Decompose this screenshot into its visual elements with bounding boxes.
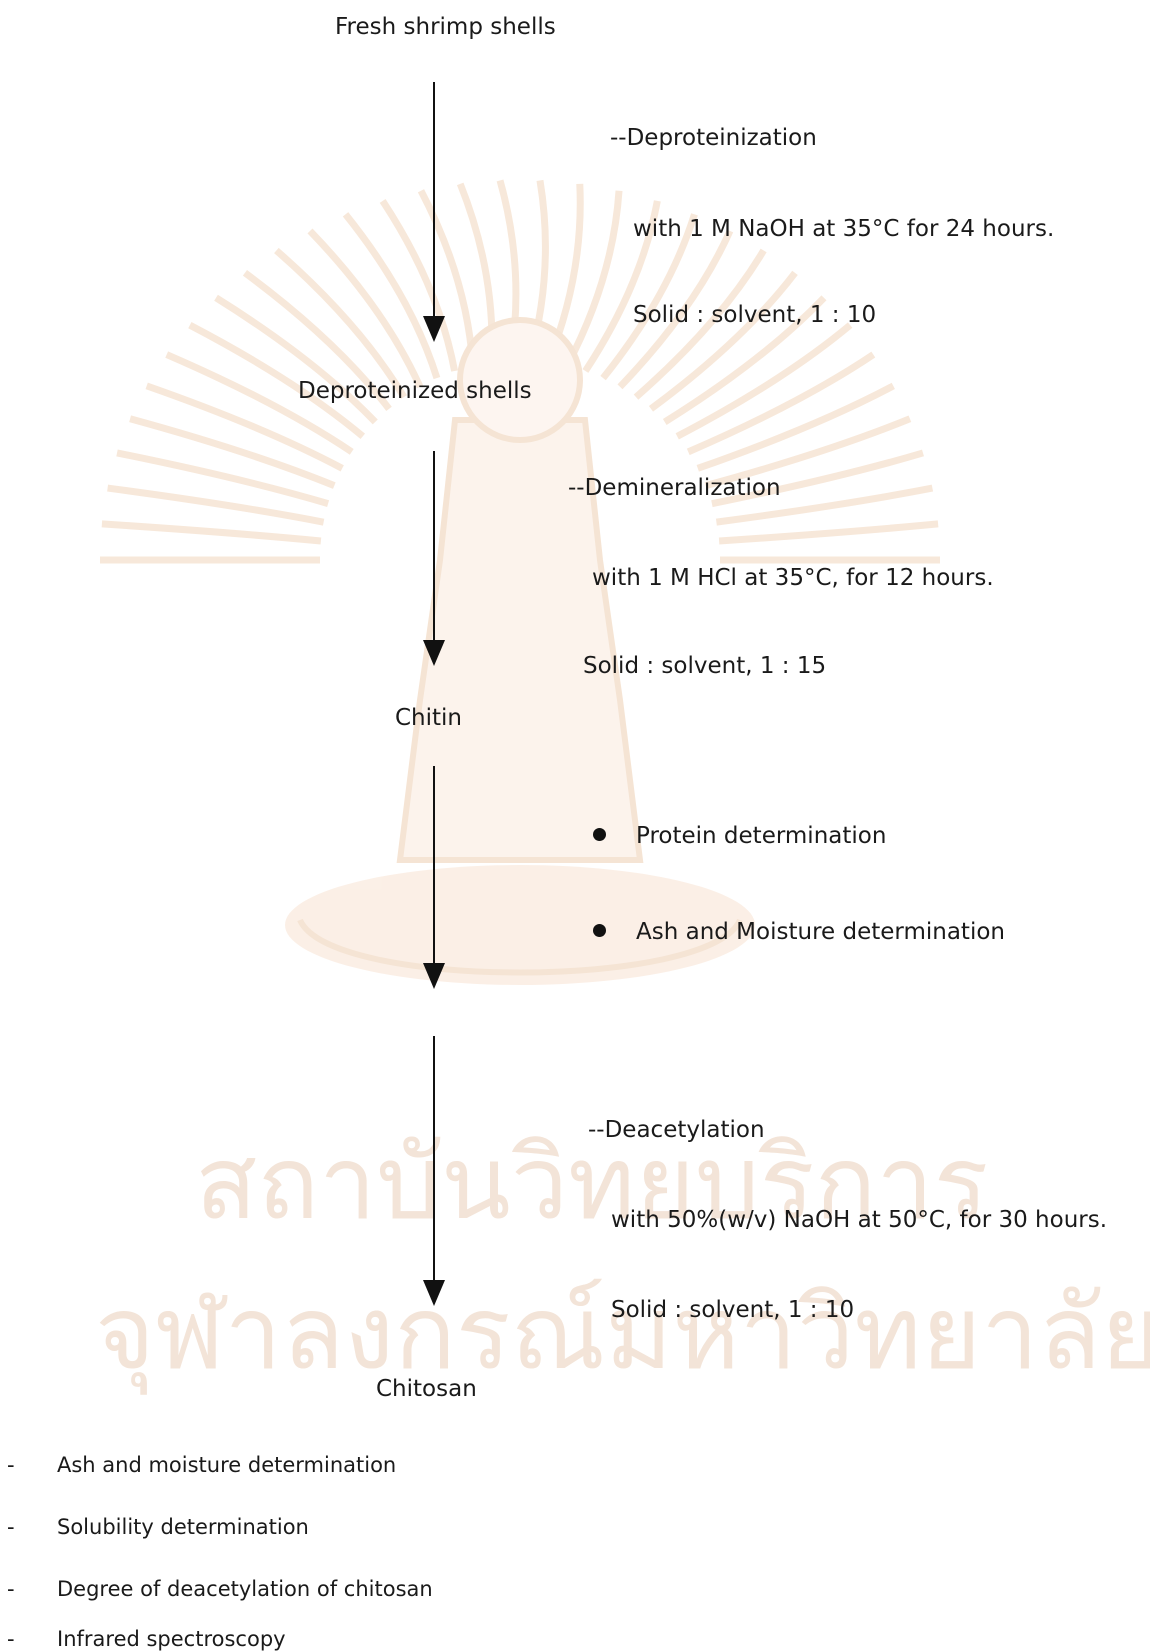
seal-ray	[129, 415, 336, 489]
bullet-icon	[593, 828, 606, 841]
seal-ray	[675, 322, 853, 440]
step-deacetylation-ratio: Solid : solvent, 1 : 10	[611, 1297, 855, 1323]
node-deproteinized-shells: Deproteinized shells	[298, 378, 532, 404]
chitin-analysis-item-1: Protein determination	[636, 823, 887, 849]
seal-ray	[242, 270, 392, 411]
dash-bullet: -	[7, 1627, 15, 1651]
seal-ray	[214, 294, 378, 425]
dash-bullet: -	[7, 1515, 15, 1539]
seal-ray	[107, 484, 325, 526]
seal-ray	[711, 449, 924, 508]
seal-ray	[662, 295, 827, 425]
seal-ray	[116, 449, 330, 508]
seal-ray	[633, 248, 767, 400]
seal-ray	[379, 198, 459, 372]
chitosan-analysis-item-3: Degree of deacetylation of chitosan	[57, 1577, 433, 1601]
step-demineralization-ratio: Solid : solvent, 1 : 15	[583, 653, 827, 679]
dash-bullet: -	[7, 1577, 15, 1601]
dash-bullet: -	[7, 1453, 15, 1477]
seal-ray	[696, 382, 895, 472]
node-chitin: Chitin	[395, 705, 463, 731]
university-seal-watermark	[100, 179, 940, 985]
chitosan-analysis-item-2: Solubility determination	[57, 1515, 309, 1539]
seal-ray	[274, 247, 407, 399]
node-fresh-shrimp-shells: Fresh shrimp shells	[335, 14, 556, 40]
seal-ray	[145, 382, 344, 472]
seal-ray	[582, 200, 661, 373]
seal-ray	[617, 229, 734, 390]
step-deproteinization-condition: with 1 M NaOH at 35°C for 24 hours.	[633, 216, 1055, 242]
step-deproteinization-title: --Deproteinization	[610, 125, 817, 151]
step-deproteinization-ratio: Solid : solvent, 1 : 10	[633, 302, 877, 328]
step-deacetylation-condition: with 50%(w/v) NaOH at 50°C, for 30 hours…	[611, 1207, 1108, 1233]
watermark-text-1: สถาบันวิทยบริการ	[195, 1124, 988, 1243]
node-chitosan: Chitosan	[376, 1376, 477, 1402]
chitosan-analysis-item-4: Infrared spectroscopy	[57, 1627, 286, 1651]
seal-ray	[704, 415, 912, 490]
seal-ray	[600, 213, 698, 381]
seal-ray	[188, 321, 366, 440]
bullet-icon	[593, 924, 606, 937]
chitin-analysis-item-2: Ash and Moisture determination	[636, 919, 1005, 945]
seal-ray	[718, 520, 939, 545]
watermark-text-2: จุฬาลงกรณ์มหาวิทยาลัย	[95, 1274, 1150, 1395]
seal-ray	[564, 190, 623, 368]
step-deacetylation-title: --Deacetylation	[588, 1117, 765, 1143]
seal-ray	[686, 351, 876, 456]
seal-ray	[342, 212, 441, 380]
seal-ray	[715, 484, 934, 526]
seal-ray	[307, 228, 424, 389]
seal-ray	[101, 520, 322, 545]
chitosan-analysis-item-1: Ash and moisture determination	[57, 1453, 397, 1477]
seal-ray	[648, 270, 798, 412]
step-demineralization-title: --Demineralization	[568, 475, 781, 501]
step-demineralization-condition: with 1 M HCl at 35°C, for 12 hours.	[592, 565, 994, 591]
seal-ray	[165, 351, 354, 455]
